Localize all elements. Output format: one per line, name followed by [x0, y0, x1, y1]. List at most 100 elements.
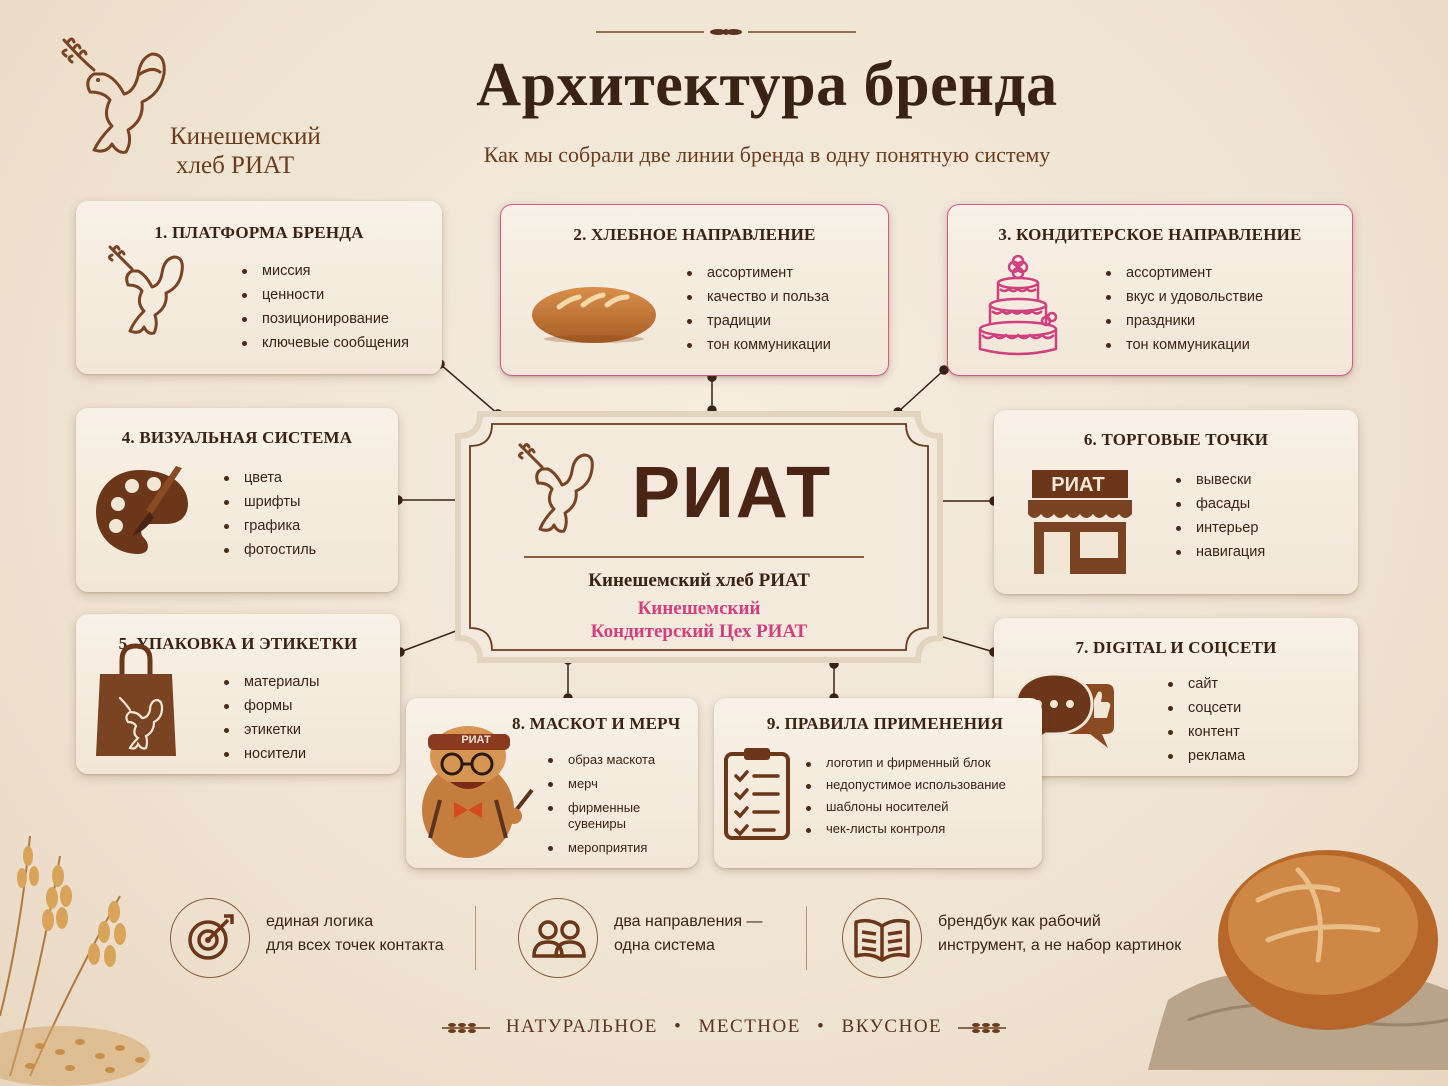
brand-logo: Кинешемский хлеб РИАТ [54, 30, 364, 180]
list-item: фасады [1176, 492, 1265, 516]
palette-icon [96, 466, 188, 554]
footer-slogan: НАТУРАЛЬНОЕ • МЕСТНОЕ • ВКУСНОЕ [0, 1016, 1448, 1038]
center-dove-icon [518, 443, 594, 533]
list-item: тон коммуникации [1106, 333, 1263, 357]
list-item: шаблоны носителей [806, 796, 1006, 818]
card-title: 6. ТОРГОВЫЕ ТОЧКИ [1083, 430, 1269, 449]
list-item: фотостиль [224, 538, 316, 562]
center-confectionery-line-name: Кинешемский Кондитерский Цех РИАТ [452, 597, 946, 643]
storefront-sign-text: РИАТ [1051, 474, 1105, 496]
benefit-two-directions: два направления — одна система [518, 894, 798, 984]
card-list: ассортимент вкус и удовольствие праздник… [1106, 261, 1263, 357]
benefit-line-1: брендбук как рабочий [938, 913, 1101, 930]
list-item: навигация [1176, 540, 1265, 564]
card-packaging-labels: 5. УПАКОВКА И ЭТИКЕТКИ материалы формы э… [76, 614, 400, 774]
card-brand-platform: 1. ПЛАТФОРМА БРЕНДА миссия ценности пози… [76, 201, 442, 374]
target-icon [188, 914, 234, 960]
list-item: вкус и удовольствие [1106, 285, 1263, 309]
list-item: интерьер [1176, 516, 1265, 540]
list-item: этикетки [224, 718, 319, 742]
wheat-ornament-left-icon [441, 1022, 490, 1033]
benefit-brandbook-tool: брендбук как рабочий инструмент, а не на… [842, 894, 1192, 984]
list-item: ассортимент [687, 261, 831, 285]
card-list: ассортимент качество и польза традиции т… [687, 261, 831, 357]
list-item: праздники [1106, 309, 1263, 333]
benefit-circle [842, 898, 922, 978]
book-icon [854, 918, 910, 962]
logo-line-2: хлеб РИАТ [176, 152, 295, 179]
benefit-unified-logic: единая логика для всех точек контакта [170, 894, 470, 984]
card-bread-direction: 2. ХЛЕБНОЕ НАПРАВЛЕНИЕ ассортимент качес… [500, 204, 889, 376]
list-item: позиционирование [242, 307, 409, 331]
list-item: качество и польза [687, 285, 831, 309]
list-item: вывески [1176, 468, 1265, 492]
benefit-divider [475, 906, 476, 970]
benefit-line-1: два направления — [614, 913, 763, 930]
benefit-circle [518, 898, 598, 978]
slogan-word-natural: НАТУРАЛЬНОЕ [505, 1016, 658, 1037]
benefit-line-2: для всех точек контакта [266, 937, 444, 954]
card-confectionery-direction: 3. КОНДИТЕРСКОЕ НАПРАВЛЕНИЕ ассортимент … [947, 204, 1353, 376]
card-title: 5. УПАКОВКА И ЭТИКЕТКИ [118, 634, 358, 653]
list-item: недопустимое использование [806, 774, 1006, 796]
list-item: реклама [1168, 744, 1245, 768]
slogan-word-local: МЕСТНОЕ [698, 1016, 801, 1037]
card-list: вывески фасады интерьер навигация [1176, 468, 1265, 564]
card-mascot-merch: 8. МАСКОТ И МЕРЧ РИАТ образ маскота мерч… [406, 698, 698, 868]
list-item: фирменные сувениры [548, 796, 660, 836]
wheat-grains-decoration [0, 835, 150, 1086]
center-brand-card: РИАТ Кинешемский хлеб РИАТ Кинешемский К… [452, 408, 946, 666]
list-item: ценности [242, 283, 409, 307]
card-list: материалы формы этикетки носители [224, 670, 319, 766]
mascot-bread-icon [422, 726, 534, 858]
card-list: сайт соцсети контент реклама [1168, 672, 1245, 768]
bread-on-cloth-decoration [1148, 850, 1448, 1070]
slogan-word-tasty: ВКУСНОЕ [841, 1016, 943, 1037]
card-title: 4. ВИЗУАЛЬНАЯ СИСТЕМА [121, 428, 353, 447]
list-item: чек-листы контроля [806, 818, 1006, 840]
page-subtitle: Как мы собрали две линии бренда в одну п… [483, 142, 1051, 167]
list-item: цвета [224, 466, 316, 490]
list-item: логотип и фирменный блок [806, 752, 1006, 774]
list-item: миссия [242, 259, 409, 283]
benefit-line-2: инструмент, а не набор картинок [938, 937, 1182, 954]
center-divider [524, 556, 864, 558]
list-item: графика [224, 514, 316, 538]
center-confectionery-line-1: Кинешемский [637, 598, 761, 619]
benefit-line-1: единая логика [266, 913, 374, 930]
card-title: 2. ХЛЕБНОЕ НАПРАВЛЕНИЕ [573, 225, 816, 244]
list-item: образ маскота [548, 748, 688, 772]
card-digital-social: 7. DIGITAL И СОЦСЕТИ сайт соцсети контен… [994, 618, 1358, 776]
dove-icon [108, 245, 184, 335]
list-item: мерч [548, 772, 688, 796]
wheat-ornament-right-icon [958, 1022, 1007, 1033]
card-list: цвета шрифты графика фотостиль [224, 466, 316, 562]
card-list: логотип и фирменный блок недопустимое ис… [806, 752, 1006, 840]
card-retail-points: 6. ТОРГОВЫЕ ТОЧКИ РИАТ вывески фасады ин… [994, 410, 1358, 594]
list-item: тон коммуникации [687, 333, 831, 357]
logo-line-1: Кинешемский [170, 123, 321, 150]
list-item: соцсети [1168, 696, 1245, 720]
card-title: 9. ПРАВИЛА ПРИМЕНЕНИЯ [766, 714, 1004, 733]
bread-loaf-icon [532, 287, 656, 343]
list-item: формы [224, 694, 319, 718]
list-item: ключевые сообщения [242, 331, 409, 355]
list-item: носители [224, 742, 319, 766]
list-item: ассортимент [1106, 261, 1263, 285]
center-confectionery-line-2: Кондитерский Цех РИАТ [590, 621, 808, 642]
list-item: материалы [224, 670, 319, 694]
list-item: шрифты [224, 490, 316, 514]
mascot-band-text: РИАТ [461, 734, 491, 746]
header-ornament [596, 29, 856, 35]
storefront-icon [1028, 470, 1132, 574]
slogan-separator: • [817, 1016, 826, 1037]
benefit-divider [806, 906, 807, 970]
list-item: мероприятия [548, 836, 688, 860]
center-card-frame [455, 411, 943, 663]
cake-icon [978, 254, 1058, 356]
people-icon [532, 920, 586, 958]
card-usage-rules: 9. ПРАВИЛА ПРИМЕНЕНИЯ логотип и фирменны… [714, 698, 1042, 868]
list-item: контент [1168, 720, 1245, 744]
center-bread-line-name: Кинешемский хлеб РИАТ [588, 570, 810, 591]
center-brand-word: РИАТ [632, 453, 833, 533]
